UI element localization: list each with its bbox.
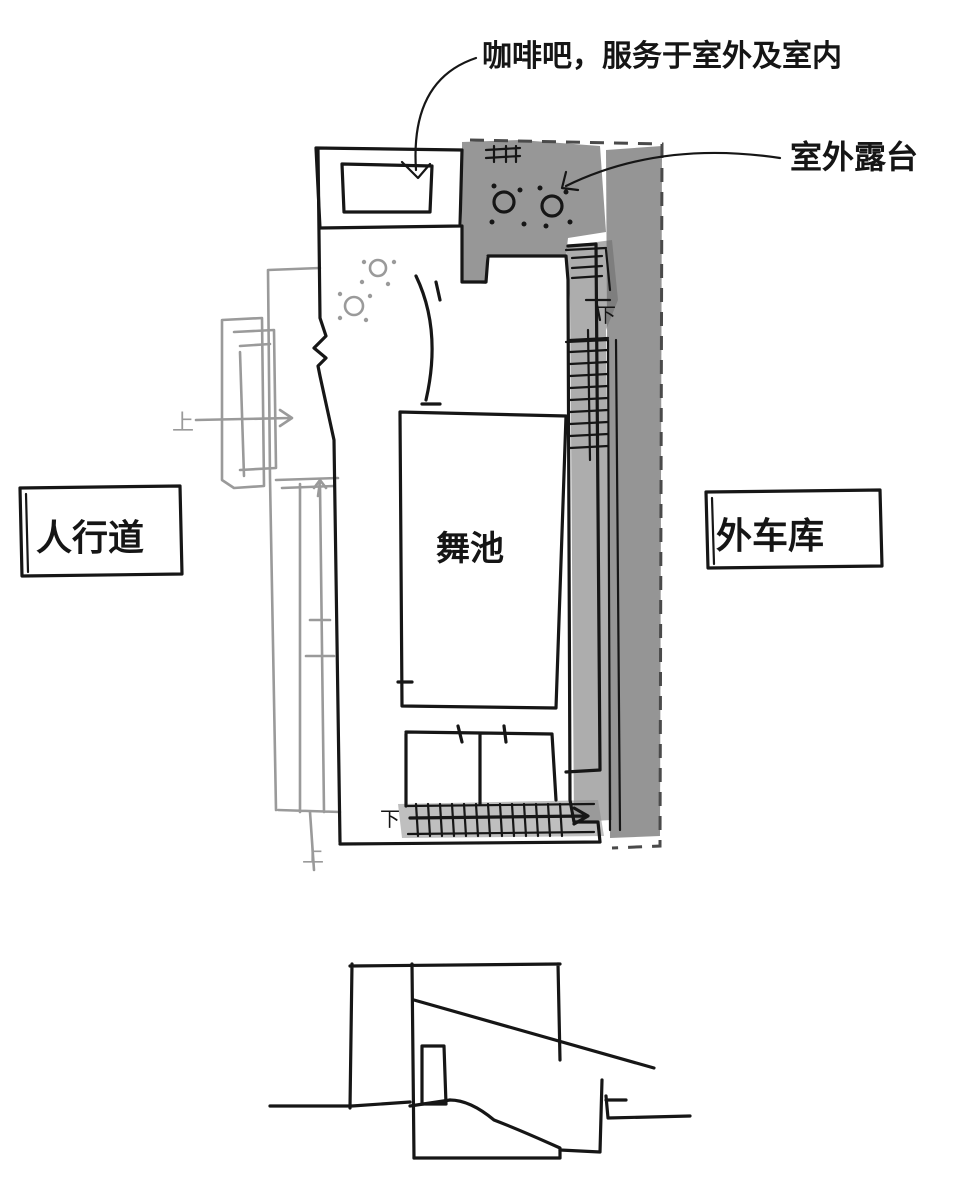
leader-terrace (560, 151, 782, 192)
annotation-cafe: 咖啡吧，服务于室外及室内 (482, 39, 842, 74)
label-up-left: 上 (172, 411, 194, 436)
bottom-stair (406, 802, 596, 838)
building-outline (312, 146, 622, 846)
west-stair-ramp (194, 266, 342, 872)
label-down-ramp: 下 (596, 303, 616, 327)
section-sketch (268, 962, 692, 1160)
road-box: 外车库 (704, 488, 884, 570)
label-down-stair: 下 (380, 807, 400, 831)
sidewalk-box: 人行道 (18, 484, 184, 578)
cafe-tables (337, 258, 397, 323)
label-dance-floor: 舞池 (436, 529, 504, 569)
label-up-bottom: 上 (302, 843, 324, 868)
label-road: 外车库 (716, 516, 824, 557)
east-stair-hatch (568, 254, 612, 462)
label-sidewalk: 人行道 (36, 518, 144, 559)
leader-cafe (400, 56, 478, 180)
site-boundary-dashed (469, 138, 664, 850)
annotation-terrace: 室外露台 (790, 138, 918, 176)
terrace-tables (484, 144, 573, 229)
